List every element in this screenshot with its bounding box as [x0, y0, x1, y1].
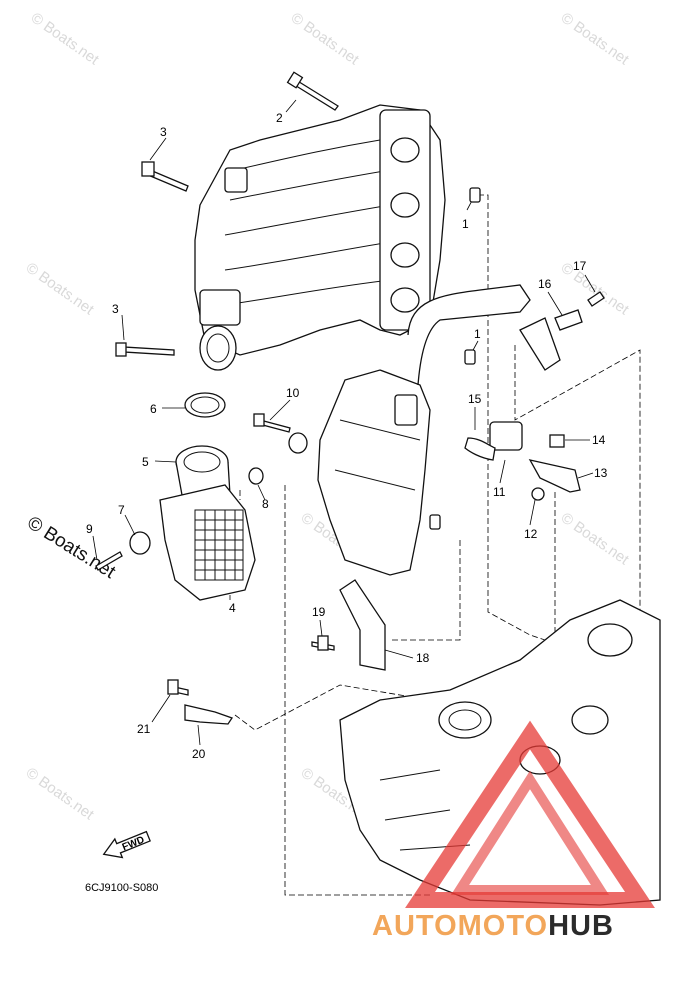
callout-1-lower: 1 — [474, 327, 481, 341]
intake-manifold — [194, 104, 446, 371]
callout-17: 17 — [573, 259, 587, 273]
watermark-3: © Boats.net — [558, 9, 633, 68]
watermark-6: © Boats.net — [558, 259, 633, 318]
logo-text: AUTOMOTOHUB — [372, 910, 614, 942]
callout-9: 9 — [86, 522, 93, 536]
callout-2: 2 — [276, 111, 283, 125]
logo-moto: MOTO — [458, 910, 548, 942]
watermark-1: © Boats.net — [28, 9, 103, 68]
callouts: 1 1 2 3 3 4 5 6 7 8 9 10 11 12 13 14 15 … — [86, 111, 608, 761]
callout-11: 11 — [493, 485, 506, 499]
logo-auto: AUTO — [372, 910, 458, 942]
callout-10: 10 — [286, 386, 300, 400]
callout-18: 18 — [416, 651, 430, 665]
callout-19: 19 — [312, 605, 326, 619]
callout-12: 12 — [524, 527, 538, 541]
diagram-code: 6CJ9100-S080 — [85, 882, 158, 894]
logo-triangle-inner — [450, 770, 610, 895]
callout-5: 5 — [142, 455, 149, 469]
bolts — [95, 71, 605, 696]
assembly-lines — [234, 194, 641, 896]
vapor-separator — [317, 284, 561, 576]
watermark-8: © Boats.net — [558, 509, 633, 568]
callout-15: 15 — [468, 392, 482, 406]
callout-21: 21 — [137, 722, 151, 736]
watermark-large: © Boats.net — [23, 512, 119, 583]
automotohub-logo: AUTOMOTOHUB — [372, 720, 655, 942]
callout-6: 6 — [150, 402, 157, 416]
fwd-arrow: FWD — [102, 830, 151, 859]
callout-1-upper: 1 — [462, 217, 469, 231]
callout-20: 20 — [192, 747, 206, 761]
fwd-label: FWD — [121, 835, 146, 854]
logo-triangle-outer — [405, 720, 655, 908]
brackets — [184, 579, 386, 725]
watermark-2: © Boats.net — [288, 9, 363, 68]
callout-3-lower: 3 — [112, 302, 119, 316]
callout-7: 7 — [118, 503, 125, 517]
watermark-4: © Boats.net — [23, 259, 98, 318]
callout-16: 16 — [538, 277, 552, 291]
callout-3-upper: 3 — [160, 125, 167, 139]
logo-hub: HUB — [548, 910, 614, 942]
dowel-pins — [429, 187, 481, 530]
intake-parts — [129, 392, 308, 601]
solenoid-parts — [464, 309, 583, 501]
callout-8: 8 — [262, 497, 269, 511]
watermark-9: © Boats.net — [23, 764, 98, 823]
leader-lines — [92, 99, 596, 746]
callout-14: 14 — [592, 433, 606, 447]
callout-4: 4 — [229, 601, 236, 615]
callout-13: 13 — [594, 466, 608, 480]
